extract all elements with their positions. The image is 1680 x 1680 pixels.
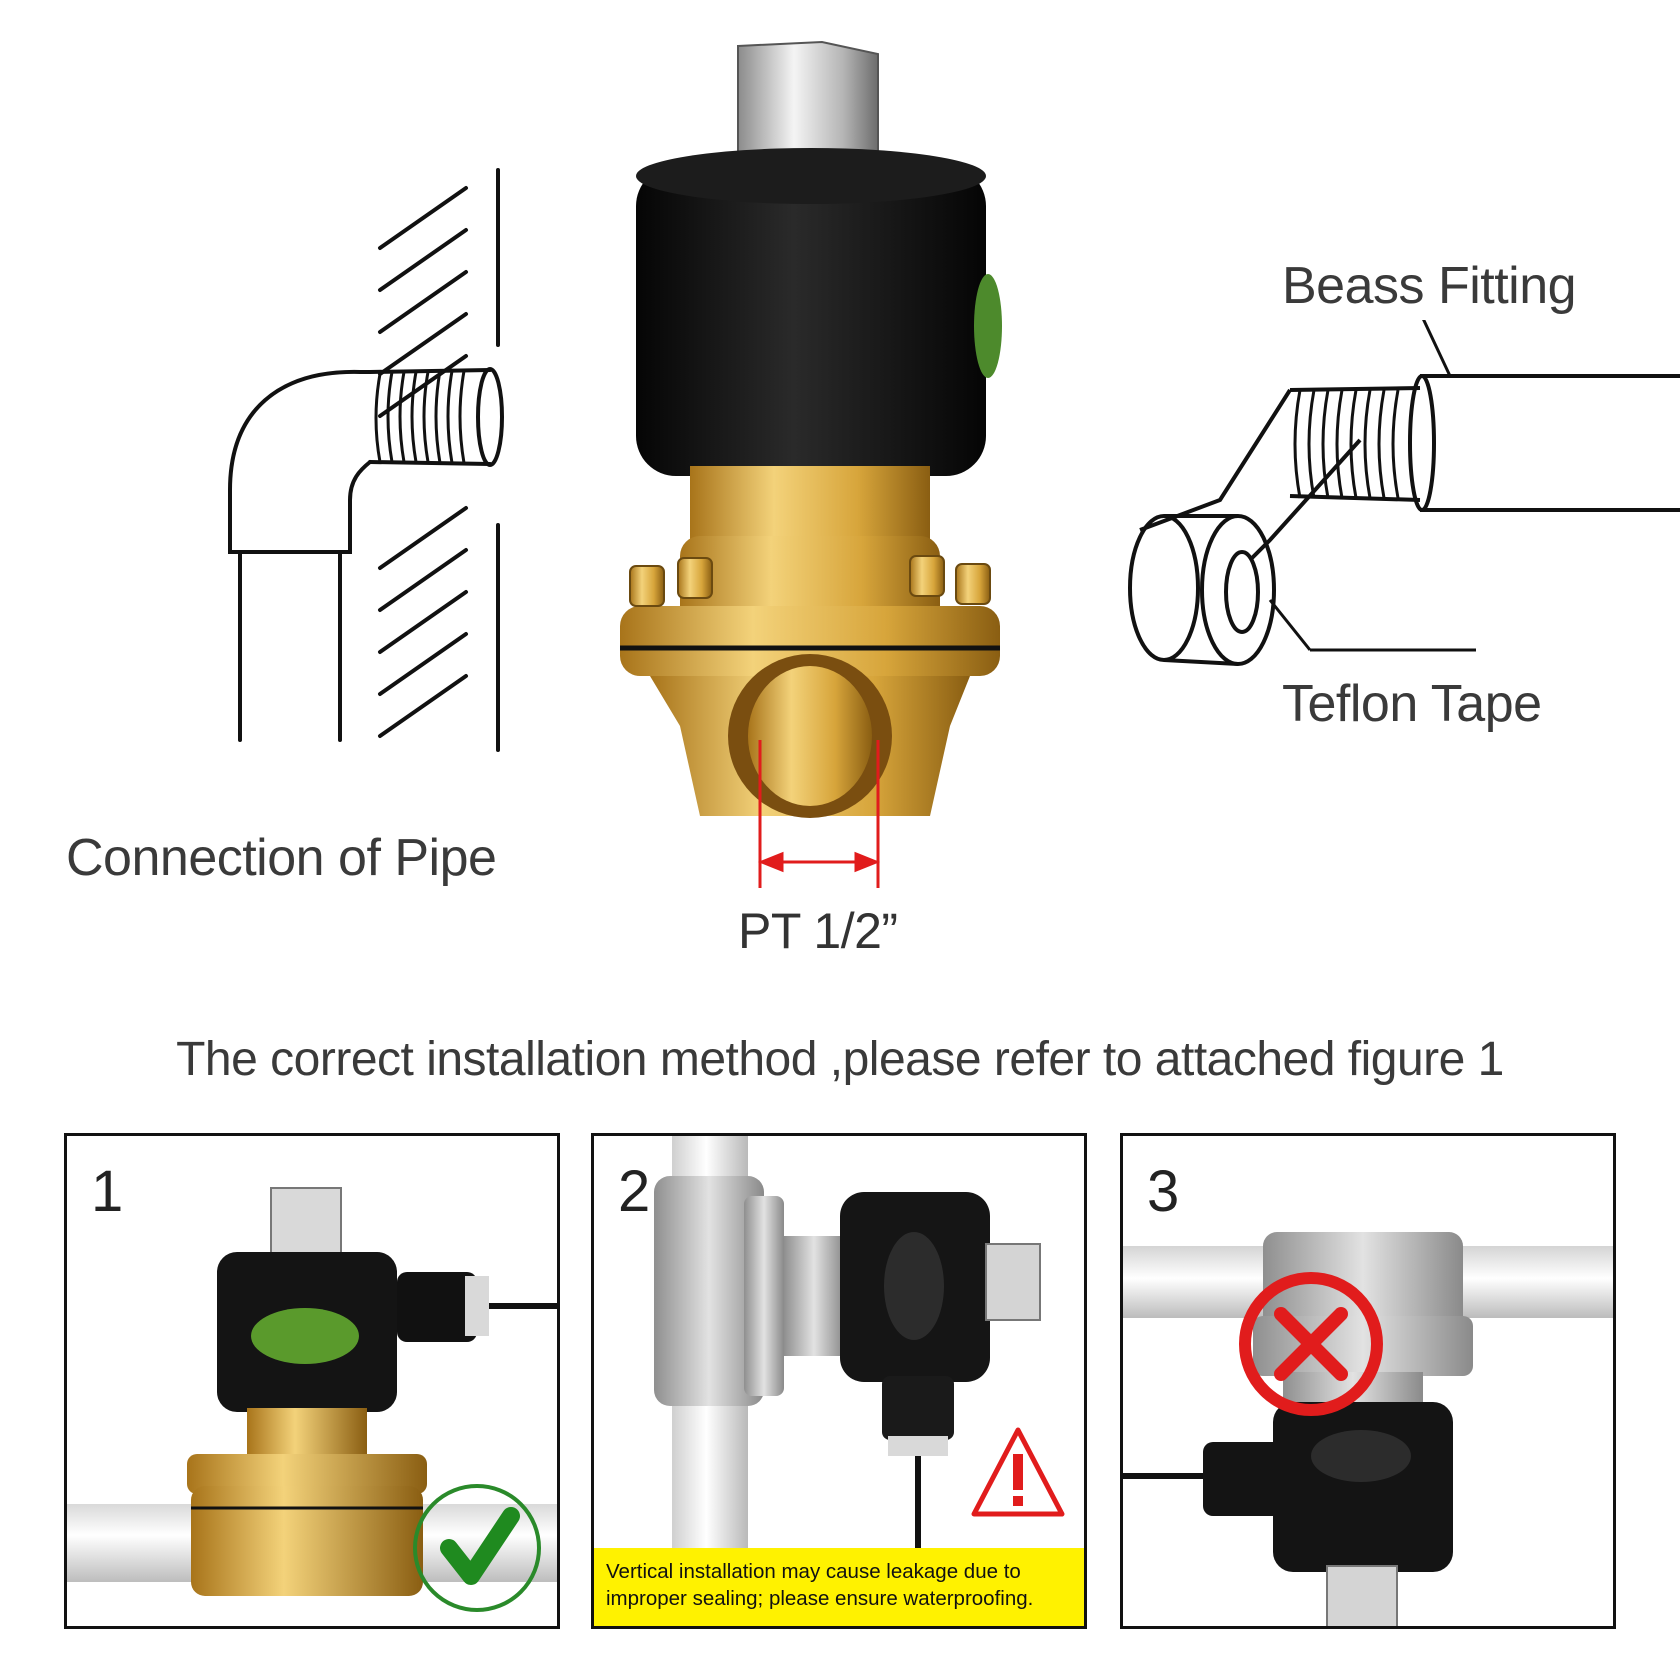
warning-line-1: Vertical installation may cause leakage …	[606, 1560, 1021, 1583]
solenoid-valve-image	[620, 40, 1002, 888]
warning-icon	[971, 1427, 1065, 1517]
panel-number: 2	[618, 1159, 651, 1224]
panel-number: 3	[1147, 1159, 1180, 1224]
panel-number: 1	[91, 1159, 124, 1224]
connection-of-pipe-label: Connection of Pipe	[66, 829, 497, 887]
panel-1-illustration	[67, 1187, 557, 1612]
panel-2-illustration	[654, 1136, 1065, 1556]
figure-panel-3: 3	[1120, 1133, 1616, 1629]
beass-fitting-label: Beass Fitting	[1282, 257, 1577, 315]
check-icon	[440, 1507, 520, 1585]
figure-panel-1: 1	[64, 1133, 560, 1629]
cross-icon	[1239, 1272, 1383, 1416]
teflon-tape-label: Teflon Tape	[1282, 675, 1542, 733]
panel-3-illustration	[1123, 1232, 1613, 1626]
figure-panel-2: 2 Vertical installation may cause leakag…	[591, 1133, 1087, 1629]
pipe-connection-diagram	[228, 168, 504, 752]
installation-instruction: The correct installation method ,please …	[176, 1033, 1504, 1086]
pt-size-label: PT 1/2”	[738, 903, 898, 959]
fitting-tape-diagram	[1128, 320, 1680, 666]
warning-line-2: improper sealing; please ensure waterpro…	[606, 1587, 1034, 1610]
vertical-install-warning: Vertical installation may cause leakage …	[594, 1548, 1084, 1626]
